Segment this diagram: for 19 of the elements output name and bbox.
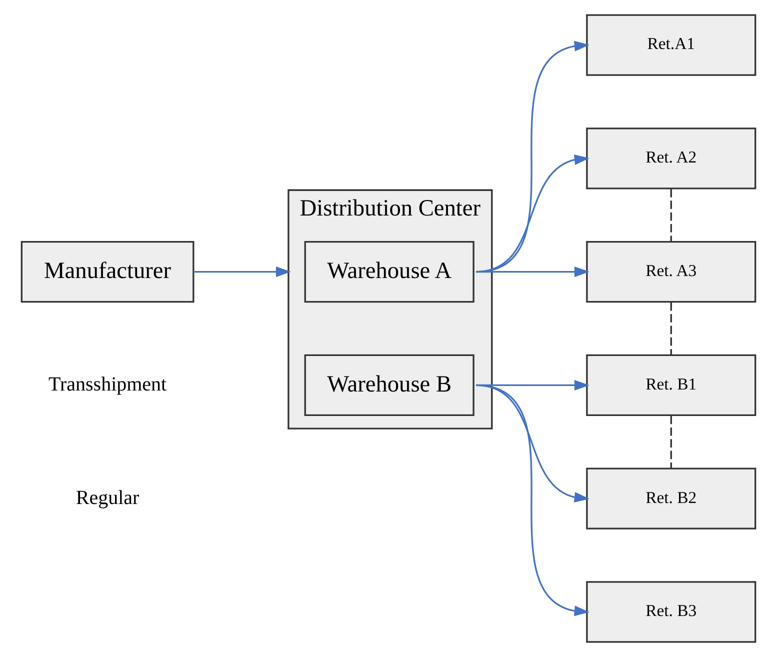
connector xyxy=(670,416,672,468)
arrow xyxy=(476,154,590,273)
node-box: Ret. B1 xyxy=(586,354,756,416)
legend-label: Regular xyxy=(76,486,140,509)
node-box: Manufacturer xyxy=(20,240,194,303)
legend-label: Transshipment xyxy=(48,373,167,396)
node-box: Warehouse B xyxy=(304,354,474,416)
node-box: Ret. B2 xyxy=(586,468,756,530)
connector xyxy=(670,189,672,242)
node-box: Ret. B3 xyxy=(586,581,756,643)
arrow xyxy=(193,266,291,278)
arrow xyxy=(476,40,590,273)
node-box: Ret. A3 xyxy=(586,240,756,303)
node-box: Warehouse A xyxy=(304,240,474,303)
arrow xyxy=(476,266,590,278)
arrow xyxy=(476,384,590,616)
node-box: Ret. A2 xyxy=(586,128,756,190)
connector xyxy=(670,302,672,356)
node-box: Ret.A1 xyxy=(586,14,756,76)
